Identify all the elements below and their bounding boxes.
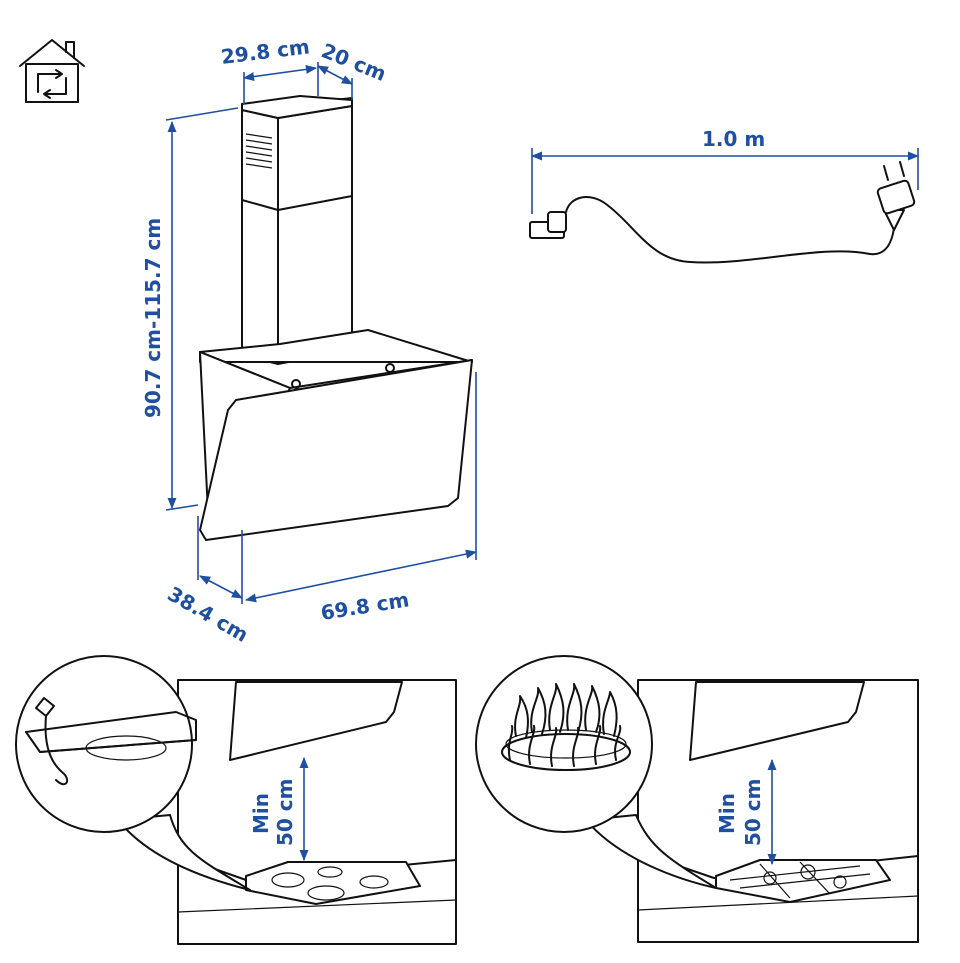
house-recirculation-icon — [19, 39, 85, 103]
gas-flame-icon — [501, 683, 631, 771]
induction-installation-panel — [15, 655, 457, 945]
depth-bottom-label: 38.4 cm — [164, 582, 253, 647]
width-top-label: 29.8 cm — [220, 34, 311, 69]
vent-grille-icon — [245, 133, 273, 169]
depth-top-label: 20 cm — [318, 38, 390, 86]
cooker-hood-drawing — [199, 95, 473, 541]
min-right-line1: Min — [715, 793, 739, 834]
cable-length-label: 1.0 m — [702, 127, 765, 151]
power-cable-icon — [529, 148, 920, 264]
min-left-line1: Min — [249, 793, 273, 834]
dimension-lines — [165, 62, 478, 604]
height-label: 90.7 cm-115.7 cm — [141, 218, 165, 418]
gas-installation-panel — [475, 655, 919, 943]
min-left-line2: 50 cm — [273, 779, 297, 847]
width-bottom-label: 69.8 cm — [319, 587, 411, 625]
min-right-line2: 50 cm — [741, 779, 765, 847]
